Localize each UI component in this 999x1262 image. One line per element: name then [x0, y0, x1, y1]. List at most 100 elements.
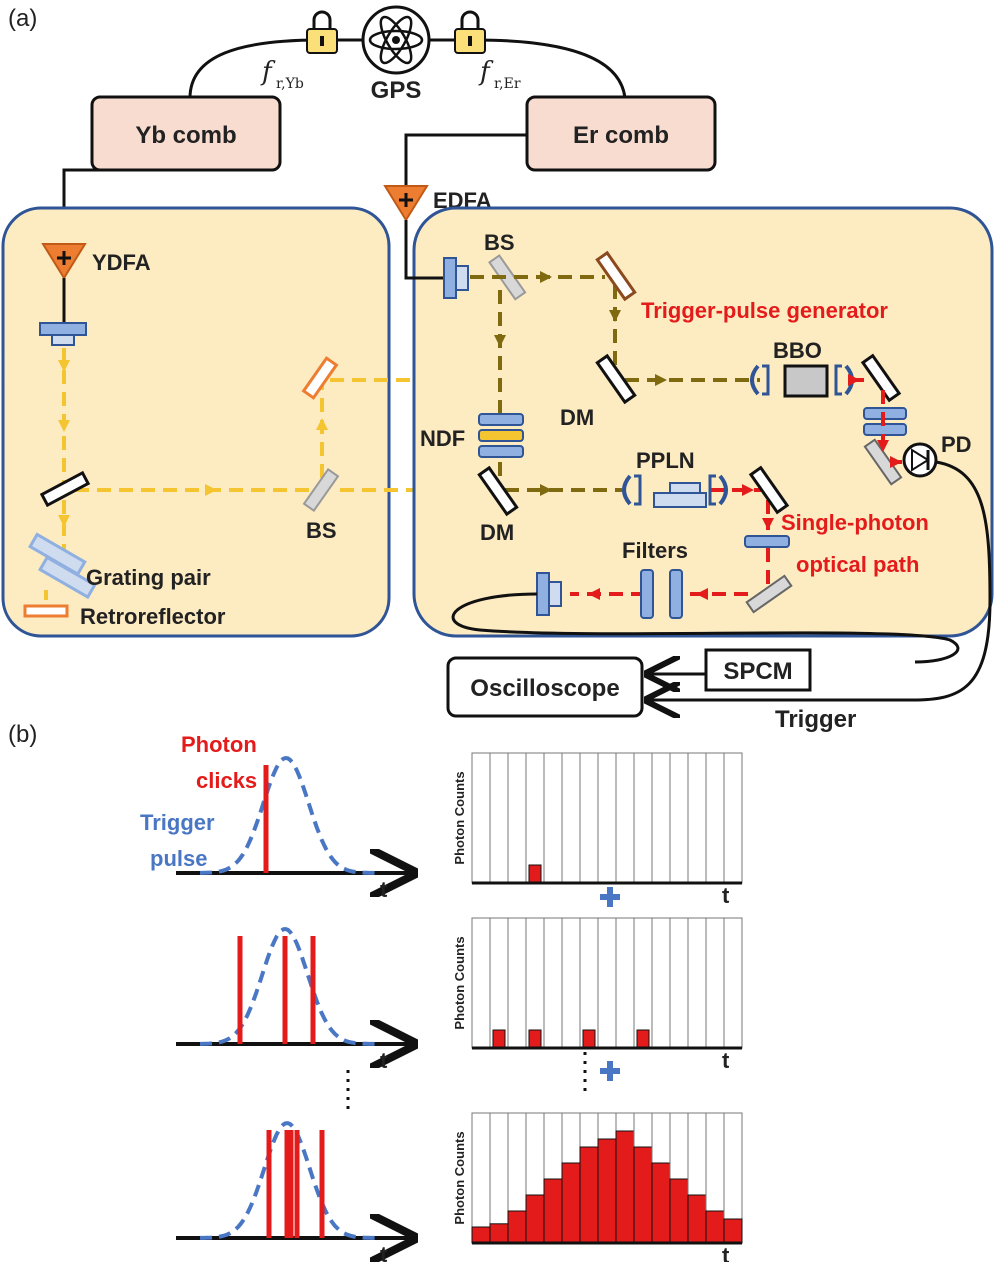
spcm-label: SPCM	[723, 658, 792, 685]
gps-label: GPS	[371, 77, 422, 104]
hist-bar	[669, 1178, 689, 1244]
filters-label: Filters	[622, 538, 688, 563]
right-experiment-box	[412, 206, 994, 638]
hist-bin-frame	[615, 752, 635, 884]
ydfa-label: YDFA	[92, 250, 151, 275]
hist-bin-frame	[633, 917, 653, 1049]
hist-y-label: Photon Counts	[452, 936, 467, 1029]
photodiode-icon	[902, 442, 938, 478]
hist-bin-frame	[543, 752, 563, 884]
collimator-er	[443, 257, 469, 299]
hist-bin-frame	[561, 917, 581, 1049]
pulse-row-2: t	[176, 926, 410, 1073]
hist-bar	[528, 1029, 542, 1049]
bbo-label: BBO	[773, 338, 822, 363]
hist-bin-frame	[507, 752, 527, 884]
right-top-mirror	[595, 250, 637, 302]
t-axis-label: t	[380, 877, 388, 902]
hist-bin-frame	[723, 917, 743, 1049]
hist-bar	[507, 1210, 527, 1244]
trigger-pulse-curve	[200, 1121, 380, 1240]
panel-label-a: (a)	[8, 5, 37, 32]
left-beamsplitter	[302, 467, 340, 513]
bbo-crystal	[750, 364, 854, 398]
trigger-pulse-generator-label: Trigger-pulse generator	[641, 298, 888, 323]
single-photon-label-line1: Single-photon	[781, 510, 929, 535]
ndf-filter-stack	[478, 413, 524, 458]
ydfa-amplifier-icon	[41, 243, 87, 280]
er-fiber	[404, 133, 527, 185]
t-axis-label: t	[380, 1048, 388, 1073]
oscilloscope-box: Oscilloscope	[446, 656, 644, 718]
hist-bar	[582, 1029, 596, 1049]
mirror-before-pd	[863, 438, 903, 486]
single-photon-label-line2: optical path	[796, 552, 919, 577]
olive-beams	[470, 275, 760, 492]
trigger-pulse-label-2: pulse	[150, 846, 207, 871]
hist-bin-frame	[525, 752, 545, 884]
filter-single-photon	[744, 535, 790, 548]
red-arrowheads	[588, 374, 902, 600]
hist-bin-frame	[471, 917, 491, 1049]
hist-bin-frame	[597, 752, 617, 884]
spcm-box: SPCM	[704, 648, 812, 692]
retroreflector-icon	[23, 604, 69, 618]
trigger-pulse-curve	[200, 755, 380, 875]
ppln-crystal	[622, 474, 728, 508]
hist-bar	[579, 1146, 599, 1244]
hist-bin-frame	[669, 752, 689, 884]
pulse-rows: t t t	[176, 755, 410, 1262]
trigger-cable	[650, 460, 992, 700]
fiber-to-spcm	[451, 592, 960, 664]
pulse-row-3: t	[176, 1121, 410, 1262]
hist-bar	[561, 1162, 581, 1244]
lock-icon-er	[454, 10, 486, 54]
left-mirror	[39, 470, 91, 508]
hist-bin-frame	[705, 917, 725, 1049]
photon-clicks-label-2: clicks	[196, 768, 257, 793]
ppln-label: PPLN	[636, 448, 695, 473]
dm-top-label: DM	[560, 405, 594, 430]
hist-bin-frame	[651, 752, 671, 884]
retroreflector-label: Retroreflector	[80, 604, 226, 629]
hist-bar	[489, 1223, 509, 1244]
trigger-pulse-label-1: Trigger	[140, 810, 215, 835]
f-rep-yb-symbol: f	[260, 57, 276, 87]
hist-bin-frame	[723, 752, 743, 884]
f-rep-er-subscript: r,Er	[494, 76, 521, 92]
oscilloscope-label: Oscilloscope	[470, 675, 619, 702]
mirror-single-photon	[745, 574, 793, 614]
ndf-label: NDF	[420, 426, 465, 451]
right-beamsplitter	[488, 254, 527, 301]
mirror-after-ppln	[748, 465, 790, 515]
left-bs-label: BS	[306, 518, 337, 543]
hist-bar	[471, 1226, 491, 1244]
hist-bin-frame	[543, 917, 563, 1049]
plus-icon-2	[600, 1061, 620, 1081]
trigger-pulse-curve	[200, 926, 380, 1046]
hist-bar	[651, 1162, 671, 1244]
panel-label-b: (b)	[8, 721, 37, 748]
right-bs-label: BS	[484, 230, 515, 255]
hist-bin-frame	[705, 752, 725, 884]
gps-link	[188, 38, 627, 99]
photon-clicks-label-1: Photon	[181, 732, 257, 757]
hist-bar	[543, 1178, 563, 1244]
dm-bottom-label: DM	[480, 520, 514, 545]
hist-bin-frame	[561, 752, 581, 884]
hist-bar	[636, 1029, 650, 1049]
hist-bin-frame	[507, 917, 527, 1049]
f-rep-er-symbol: f	[478, 57, 494, 87]
hist-bin-frame	[471, 752, 491, 884]
lock-icon-yb	[306, 10, 338, 54]
hist-bin-frame	[687, 752, 707, 884]
filters-pair	[640, 569, 683, 619]
hist-bin-frame	[633, 752, 653, 884]
hist-bar	[492, 1029, 506, 1049]
hist-bin-frame	[489, 917, 509, 1049]
gps-satellite-icon	[361, 5, 431, 75]
